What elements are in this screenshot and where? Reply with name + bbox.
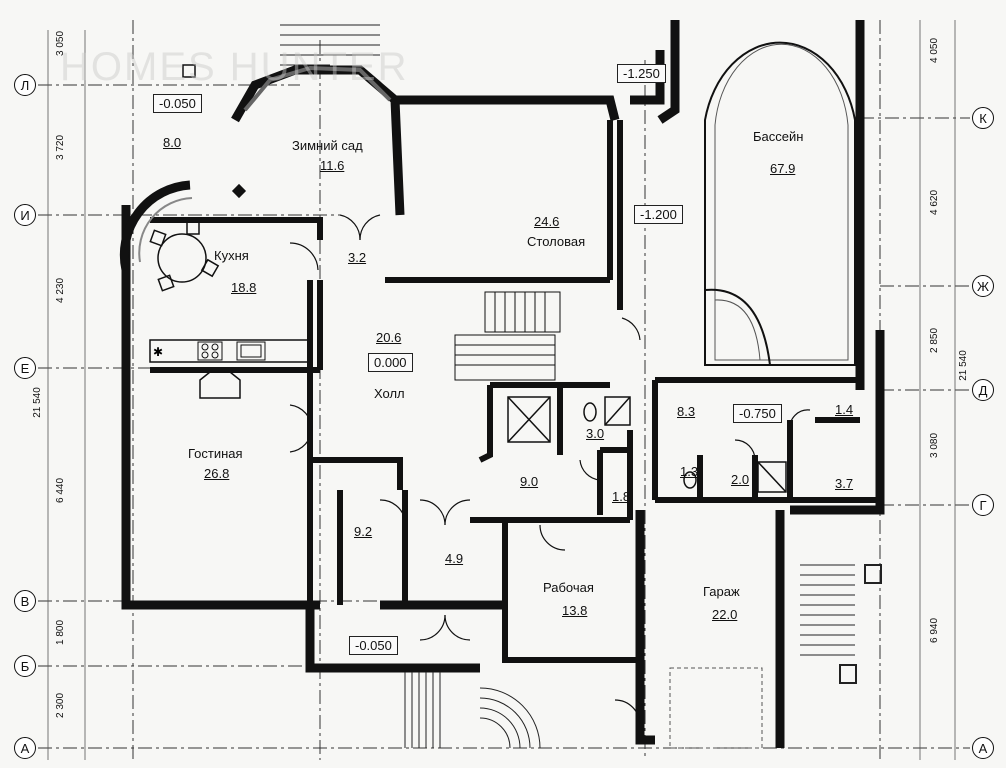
svg-text:✱: ✱ [153, 345, 163, 359]
level-mark: -0.750 [733, 404, 782, 423]
garage-side-steps [800, 564, 882, 684]
dimension-lines [47, 20, 956, 760]
room-area-kukhnya: 18.8 [231, 280, 257, 295]
area-bathroom: 3.0 [586, 426, 605, 441]
dining-table-icon [157, 233, 207, 283]
axis-marker-right: Ж [972, 275, 994, 297]
room-area-garazh: 22.0 [712, 607, 738, 622]
area-storage: 1.4 [835, 402, 854, 417]
room-name-rabochaya: Рабочая [543, 580, 594, 595]
dimension-label: 4 620 [929, 189, 941, 216]
dimension-label: 6 940 [929, 617, 941, 644]
entrance-steps [404, 672, 541, 749]
car-outline [669, 667, 763, 749]
watermark: HOMES HUNTER [60, 45, 409, 89]
chairs-icon [149, 221, 220, 292]
dimension-total-right: 21 540 [957, 350, 969, 381]
dimension-label: 3 080 [929, 432, 941, 459]
room-name-zimny-sad: Зимний сад [292, 138, 363, 153]
level-mark: -0.050 [153, 94, 202, 113]
exterior-walls [121, 20, 885, 748]
area-corridor: 9.0 [520, 474, 539, 489]
room-name-kukhnya: Кухня [214, 248, 249, 263]
level-mark: -0.050 [349, 636, 398, 655]
pool-outline [704, 41, 856, 366]
area-utility: 3.7 [835, 476, 854, 491]
area-pool-room: 8.3 [677, 404, 696, 419]
level-mark: -1.250 [617, 64, 666, 83]
dimension-label: 6 440 [55, 477, 67, 504]
dimension-label: 4 230 [55, 277, 67, 304]
area-closet: 1.8 [612, 489, 631, 504]
area-lobby: 4.9 [445, 551, 464, 566]
room-name-stolovaya: Столовая [527, 234, 586, 249]
terrace-steps [280, 24, 380, 66]
level-mark: 0.000 [368, 353, 413, 372]
room-area-holl: 20.6 [376, 330, 402, 345]
level-mark: -1.200 [634, 205, 683, 224]
room-area-basseyn: 67.9 [770, 161, 796, 176]
axis-marker-right: Г [972, 494, 994, 516]
dimension-label: 3 720 [55, 134, 67, 161]
area-wc: 1.3 [680, 464, 699, 479]
dimension-label: 2 300 [55, 692, 67, 719]
dimension-total-left: 21 540 [31, 387, 43, 418]
axis-marker-left: Е [14, 357, 36, 379]
axis-marker-right: Д [972, 379, 994, 401]
area-vestibule: 3.2 [348, 250, 367, 265]
area-terrace: 8.0 [163, 135, 182, 150]
room-area-gostinaya: 26.8 [204, 466, 230, 481]
kitchen-counter [149, 339, 311, 363]
area-wardrobe: 9.2 [354, 524, 373, 539]
dimension-label: 4 050 [929, 37, 941, 64]
axis-marker-left: А [14, 737, 36, 759]
area-shower: 2.0 [731, 472, 750, 487]
dimension-label: 2 850 [929, 327, 941, 354]
room-area-rabochaya: 13.8 [562, 603, 588, 618]
room-area-zimny-sad: 11.6 [320, 158, 345, 173]
room-name-garazh: Гараж [703, 584, 740, 599]
room-area-stolovaya: 24.6 [534, 214, 560, 229]
dimension-label: 3 050 [55, 30, 67, 57]
axis-marker-left: В [14, 590, 36, 612]
dimension-label: 1 800 [55, 619, 67, 646]
door-swings [289, 214, 811, 726]
axis-marker-right: К [972, 107, 994, 129]
room-name-gostinaya: Гостиная [188, 446, 243, 461]
axis-marker-left: Л [14, 74, 36, 96]
axis-marker-right: А [972, 737, 994, 759]
axis-marker-left: И [14, 204, 36, 226]
room-name-holl: Холл [374, 386, 405, 401]
room-name-basseyn: Бассейн [753, 129, 804, 144]
axis-marker-left: Б [14, 655, 36, 677]
central-stairs [454, 291, 561, 381]
fireplace-icon [199, 371, 241, 399]
elevator-shaft [507, 396, 551, 443]
interior-walls [150, 120, 880, 663]
